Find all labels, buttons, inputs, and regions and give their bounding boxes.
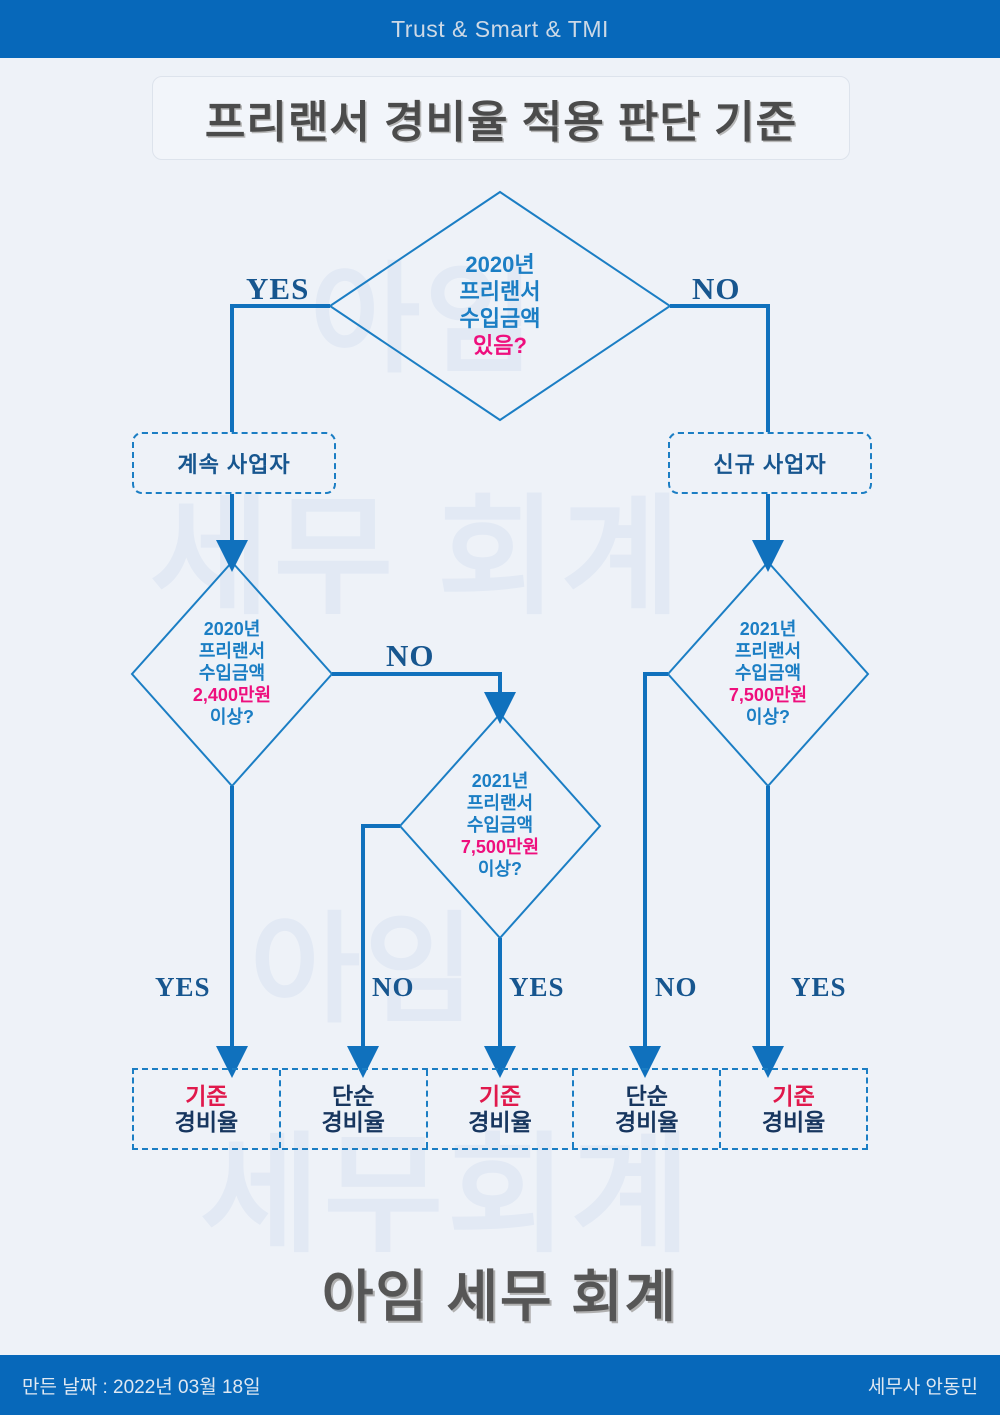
result-cell: 기준 경비율 xyxy=(428,1070,575,1148)
header-bar: Trust & Smart & TMI xyxy=(0,0,1000,58)
decision-line: 2020년 xyxy=(203,619,261,640)
page-title-box: 프리랜서 경비율 적용 판단 기준 xyxy=(152,76,850,160)
decision-line: 프리랜서 xyxy=(466,793,534,814)
decision-tail: 이상? xyxy=(477,858,523,879)
edge-label-center-no: NO xyxy=(372,972,415,1002)
result-top: 기준 xyxy=(185,1082,228,1109)
result-bottom: 경비율 xyxy=(615,1109,679,1135)
edge-label-right-yes: YES xyxy=(791,972,847,1002)
result-top: 단순 xyxy=(332,1082,375,1109)
result-top: 기준 xyxy=(478,1082,522,1109)
footer-author: 세무사 안동민 xyxy=(867,1376,978,1398)
process-box-label: 계속 사업자 xyxy=(177,452,291,477)
decision-tail: 이상? xyxy=(745,706,791,727)
footer-bar: 만든 날짜 : 2022년 03월 18일 세무사 안동민 xyxy=(0,1355,1000,1415)
edge-label-center-yes: YES xyxy=(509,972,565,1002)
decision-right: 2021년 프리랜서 수입금액 7,500만원 이상? xyxy=(668,562,868,786)
edge-label-left-yes: YES xyxy=(155,972,211,1002)
decision-left: 2020년 프리랜서 수입금액 2,400만원 이상? xyxy=(132,562,332,786)
decision-highlight: 7,500만원 xyxy=(460,836,540,857)
process-box-new: 신규 사업자 xyxy=(668,432,872,494)
decision-line: 프리랜서 xyxy=(198,641,266,662)
decision-root: 2020년 프리랜서 수입금액 있음? xyxy=(330,192,670,420)
edge-label-left-no: NO xyxy=(386,638,435,673)
brand-title: 아임 세무 회계 xyxy=(321,1265,679,1328)
decision-highlight: 있음? xyxy=(473,332,527,358)
decision-center: 2021년 프리랜서 수입금액 7,500만원 이상? xyxy=(400,714,600,938)
header-tagline: Trust & Smart & TMI xyxy=(391,15,609,42)
edge-label-right-no: NO xyxy=(655,972,698,1002)
result-top: 단순 xyxy=(625,1082,668,1109)
decision-tail: 이상? xyxy=(209,706,255,727)
page-title: 프리랜서 경비율 적용 판단 기준 xyxy=(204,98,798,147)
result-top: 기준 xyxy=(772,1082,815,1109)
result-bottom: 경비율 xyxy=(761,1109,826,1135)
result-bottom: 경비율 xyxy=(468,1109,532,1135)
decision-line: 수입금액 xyxy=(459,306,541,331)
decision-line: 2020년 xyxy=(465,252,535,278)
decision-line: 2021년 xyxy=(471,771,529,792)
decision-line: 2021년 xyxy=(739,619,797,640)
watermark-text: 세무회계 xyxy=(200,1122,695,1268)
process-box-label: 신규 사업자 xyxy=(713,452,827,477)
result-row: 기준 경비율 단순 경비율 기준 경비율 단순 경비율 기준 경비율 xyxy=(132,1068,868,1150)
decision-line: 프리랜서 xyxy=(734,641,802,662)
result-cell: 단순 경비율 xyxy=(281,1070,428,1148)
result-cell: 기준 경비율 xyxy=(134,1070,281,1148)
decision-line: 수입금액 xyxy=(466,815,534,836)
edge-label-root-no: NO xyxy=(692,271,741,306)
decision-highlight: 7,500만원 xyxy=(728,684,808,705)
decision-line: 수입금액 xyxy=(198,663,266,684)
decision-line: 프리랜서 xyxy=(459,279,541,305)
edge-label-root-yes: YES xyxy=(246,271,310,306)
process-box-continuing: 계속 사업자 xyxy=(132,432,336,494)
result-cell: 단순 경비율 xyxy=(574,1070,722,1148)
decision-highlight: 2,400만원 xyxy=(192,684,272,705)
decision-line: 수입금액 xyxy=(734,663,802,684)
footer-created-date: 만든 날짜 : 2022년 03월 18일 xyxy=(22,1376,261,1398)
result-cell: 기준 경비율 xyxy=(721,1070,866,1148)
result-bottom: 경비율 xyxy=(321,1109,385,1135)
result-bottom: 경비율 xyxy=(174,1109,239,1135)
